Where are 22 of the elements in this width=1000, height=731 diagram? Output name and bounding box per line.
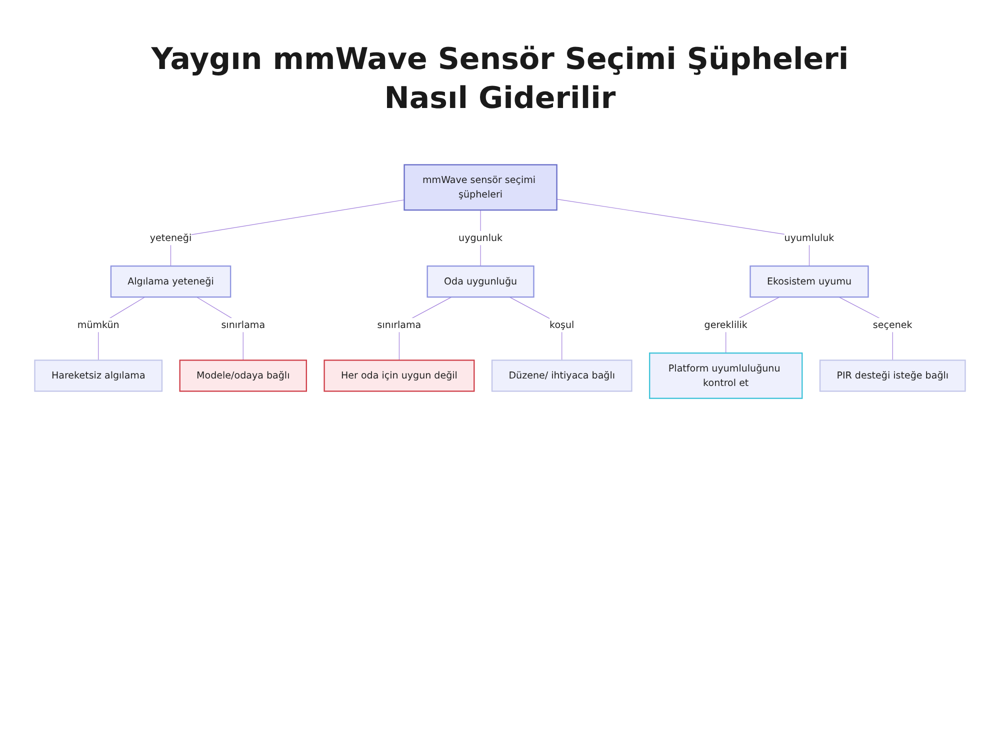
edge-label: seçenek — [872, 319, 912, 330]
edge-label: sınırlama — [221, 319, 266, 330]
edge-label: uygunluk — [458, 232, 503, 244]
diagram-title: Yaygın mmWave Sensör Seçimi Şüpheleri Nasıl Giderilir — [150, 41, 850, 118]
edge-label: gereklilik — [704, 319, 748, 330]
edge-label: sınırlama — [377, 319, 422, 330]
edge-label: koşul — [550, 319, 574, 330]
edge-label: uyumluluk — [784, 232, 834, 244]
node-box: Her oda için uygun değil — [324, 360, 475, 392]
node-box: Oda uygunluğu — [426, 265, 534, 298]
connector — [556, 198, 810, 266]
node-box: Modele/odaya bağlı — [179, 360, 308, 392]
node-box: Algılama yeteneği — [110, 265, 232, 298]
node-box: mmWave sensör seçimi şüpheleri — [404, 164, 558, 211]
edge-label: yeteneği — [150, 232, 192, 244]
node-box: Ekosistem uyumu — [750, 265, 869, 298]
edge-label: mümkün — [77, 319, 120, 330]
node-box: Düzene/ ihtiyaca bağlı — [491, 360, 632, 392]
node-box: Hareketsiz algılama — [34, 360, 163, 392]
node-box: PIR desteği isteğe bağlı — [819, 360, 966, 392]
connector — [170, 200, 405, 266]
node-box: Platform uyumluluğunu kontrol et — [649, 352, 803, 399]
